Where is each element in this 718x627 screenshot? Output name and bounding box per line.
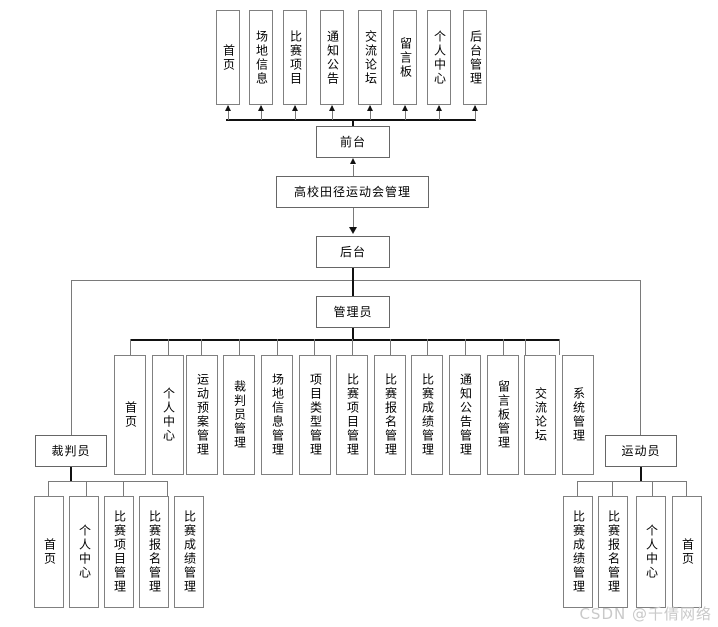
system-title-node[interactable]: 高校田径运动会管理: [276, 176, 429, 208]
frontend-riser-5: [405, 106, 406, 120]
title-to-frontend-line: [353, 165, 354, 177]
frontend-riser-1: [261, 106, 262, 120]
admin-riser-2: [201, 339, 202, 355]
frontend-module-5[interactable]: 留言板: [393, 10, 417, 105]
referee-module-3[interactable]: 比赛报名管理: [139, 496, 169, 608]
referee-riser-0: [48, 481, 49, 496]
role-node-admin[interactable]: 管理员: [316, 296, 390, 328]
admin-riser-11: [525, 339, 526, 355]
admin-riser-7: [390, 339, 391, 355]
admin-riser-8: [427, 339, 428, 355]
referee-riser-3: [167, 481, 168, 496]
athlete-module-1[interactable]: 比赛报名管理: [598, 496, 628, 608]
referee-stem: [70, 467, 72, 481]
referee-module-4[interactable]: 比赛成绩管理: [174, 496, 204, 608]
frontend-module-3[interactable]: 通知公告: [320, 10, 344, 105]
frontend-arrow-3: [329, 105, 335, 111]
backend-node[interactable]: 后台: [316, 236, 390, 268]
frontend-module-6[interactable]: 个人中心: [427, 10, 451, 105]
frontend-arrow-1: [258, 105, 264, 111]
frontend-module-2[interactable]: 比赛项目: [283, 10, 307, 105]
referee-module-1[interactable]: 个人中心: [69, 496, 99, 608]
admin-module-2[interactable]: 运动预案管理: [186, 355, 218, 475]
admin-module-6[interactable]: 比赛项目管理: [336, 355, 368, 475]
frontend-arrow-5: [402, 105, 408, 111]
role-bus-line: [71, 280, 641, 281]
admin-riser-0: [130, 339, 131, 355]
athlete-module-0[interactable]: 比赛成绩管理: [563, 496, 593, 608]
frontend-stem: [352, 120, 354, 126]
referee-module-2[interactable]: 比赛项目管理: [104, 496, 134, 608]
admin-riser-3: [239, 339, 240, 355]
athlete-drop-line: [640, 280, 641, 435]
frontend-arrow-6: [436, 105, 442, 111]
frontend-riser-6: [439, 106, 440, 120]
frontend-arrow-0: [225, 105, 231, 111]
referee-module-0[interactable]: 首页: [34, 496, 64, 608]
backend-stem: [352, 268, 354, 281]
frontend-riser-7: [475, 106, 476, 120]
admin-module-3[interactable]: 裁判员管理: [223, 355, 255, 475]
referee-riser-2: [123, 481, 124, 496]
frontend-module-1[interactable]: 场地信息: [249, 10, 273, 105]
admin-module-8[interactable]: 比赛成绩管理: [411, 355, 443, 475]
athlete-module-3[interactable]: 首页: [672, 496, 702, 608]
frontend-arrow-7: [472, 105, 478, 111]
admin-riser-6: [352, 339, 353, 355]
admin-module-10[interactable]: 留言板管理: [487, 355, 519, 475]
frontend-module-4[interactable]: 交流论坛: [358, 10, 382, 105]
watermark-text: CSDN @千倩网络: [579, 605, 712, 623]
admin-riser-1: [168, 339, 169, 355]
athlete-bus-line: [577, 481, 687, 482]
admin-module-9[interactable]: 通知公告管理: [449, 355, 481, 475]
referee-riser-1: [86, 481, 87, 496]
frontend-module-0[interactable]: 首页: [216, 10, 240, 105]
frontend-bus-line: [226, 119, 476, 121]
frontend-module-7[interactable]: 后台管理: [463, 10, 487, 105]
athlete-riser-1: [612, 481, 613, 496]
referee-bus-line: [48, 481, 168, 482]
admin-riser-4: [277, 339, 278, 355]
athlete-riser-2: [652, 481, 653, 496]
admin-module-12[interactable]: 系统管理: [562, 355, 594, 475]
role-node-referee[interactable]: 裁判员: [35, 435, 107, 467]
admin-module-5[interactable]: 项目类型管理: [299, 355, 331, 475]
frontend-arrow-4: [367, 105, 373, 111]
admin-riser-5: [314, 339, 315, 355]
frontend-riser-2: [295, 106, 296, 120]
admin-module-1[interactable]: 个人中心: [152, 355, 184, 475]
admin-module-4[interactable]: 场地信息管理: [261, 355, 293, 475]
frontend-arrow-2: [292, 105, 298, 111]
admin-drop-line: [352, 280, 354, 297]
admin-bus-line: [130, 339, 560, 341]
frontend-riser-3: [332, 106, 333, 120]
admin-stem: [352, 328, 354, 340]
admin-module-0[interactable]: 首页: [114, 355, 146, 475]
athlete-stem: [640, 467, 642, 481]
athlete-module-2[interactable]: 个人中心: [636, 496, 666, 608]
referee-drop-line: [71, 280, 72, 435]
admin-riser-9: [465, 339, 466, 355]
admin-riser-12: [559, 339, 560, 355]
title-to-frontend-arrow: [349, 158, 356, 164]
athlete-riser-3: [686, 481, 687, 496]
role-node-athlete[interactable]: 运动员: [605, 435, 677, 467]
admin-module-11[interactable]: 交流论坛: [524, 355, 556, 475]
admin-riser-10: [503, 339, 504, 355]
frontend-node[interactable]: 前台: [316, 126, 390, 158]
athlete-riser-0: [577, 481, 578, 496]
admin-module-7[interactable]: 比赛报名管理: [374, 355, 406, 475]
frontend-riser-0: [228, 106, 229, 120]
frontend-riser-4: [370, 106, 371, 120]
title-to-backend-line: [353, 208, 354, 228]
title-to-backend-arrow: [349, 227, 357, 234]
